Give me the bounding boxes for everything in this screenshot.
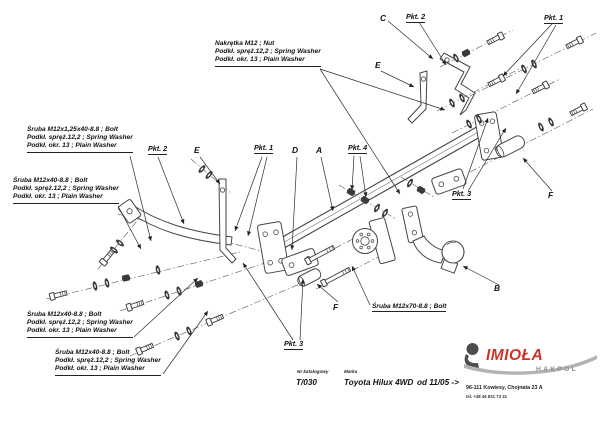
callout-line: Nakrętka M12 ; Nut xyxy=(215,40,275,47)
vehicle-model: Toyota Hilux 4WD xyxy=(344,378,414,387)
towball-logo-icon xyxy=(464,343,597,375)
washer-icon xyxy=(405,177,415,189)
washer-icon xyxy=(91,280,99,292)
callout-bolt-m12x40-c: Śruba M12x40-8.8 ; Bolt Podkł. spręż.12,… xyxy=(55,349,161,376)
point-label-pkt1-top: Pkt. 1 xyxy=(544,13,564,24)
bolt-icon xyxy=(48,288,68,301)
manufacturer-logo-text: IMIOŁA xyxy=(486,347,544,364)
callout-line: Podkł. okr. 13 ; Plain Washer xyxy=(27,327,117,335)
bolt-icon xyxy=(530,80,551,96)
washer-icon xyxy=(519,63,529,75)
part-label-e-top: E xyxy=(375,60,381,70)
long-bolt-icon xyxy=(319,265,352,288)
bolt-icon xyxy=(486,73,507,89)
leader-lines xyxy=(117,20,557,375)
bolt-icon xyxy=(485,31,506,47)
callout-line: Śruba M12x40-8.8 ; Bolt xyxy=(55,349,130,356)
nut-icon xyxy=(121,273,131,283)
callout-bolt-m12x40-a: Śruba M12x40-8.8 ; Bolt Podkł. spręż.12,… xyxy=(13,177,119,204)
washer-icon xyxy=(457,92,467,104)
washer-icon xyxy=(163,289,171,301)
washer-icon xyxy=(103,277,111,289)
washer-icon xyxy=(372,202,382,214)
callout-line: Śruba M12x1,25x40-8.8 ; Bolt xyxy=(27,126,118,133)
washer-icon xyxy=(447,97,457,109)
washer-icon xyxy=(536,121,546,133)
manufacturer-logo-subtext: HAKPOL xyxy=(536,366,578,373)
point-label-pkt2-top: Pkt. 2 xyxy=(406,12,426,23)
catalog-number-label: Nr katalogowy xyxy=(297,369,329,374)
fasteners xyxy=(48,31,589,356)
bolt-icon xyxy=(205,312,225,327)
socket-plate xyxy=(352,217,396,265)
washer-icon xyxy=(380,207,390,219)
callout-line: Śruba M12x40-8.8 ; Bolt xyxy=(13,177,88,184)
point-label-pkt3-right: Pkt. 3 xyxy=(452,189,472,200)
plate-right xyxy=(431,168,467,195)
production-date-range: od 11/05 -> xyxy=(417,378,459,387)
manufacturer-address: 96-111 Kowiesy, Chojnata 23 A xyxy=(466,385,543,391)
bolt-icon xyxy=(568,102,589,118)
callout-line: Podkł. spręż.12,2 ; Spring Washer xyxy=(27,319,133,327)
callout-line: Podkł. spręż.12,2 ; Spring Washer xyxy=(13,185,119,193)
part-label-e-mid: E xyxy=(194,145,200,155)
washer-icon xyxy=(175,285,183,297)
bolt-icon xyxy=(564,35,585,51)
bracket-e-left xyxy=(218,178,237,264)
part-label-f-right: F xyxy=(548,190,554,200)
spacer-cylinder-right xyxy=(495,135,525,158)
washer-icon xyxy=(154,264,162,276)
bracket-e-top xyxy=(407,70,428,124)
callout-line: Podkł. okr. 13 ; Plain Washer xyxy=(215,56,305,64)
ball-mount xyxy=(401,205,465,274)
point-label-pkt3-bottom: Pkt. 3 xyxy=(284,339,304,350)
part-label-b: B xyxy=(494,283,501,293)
callout-bolt-m12x40-b: Śruba M12x40-8.8 ; Bolt Podkł. spręż.12,… xyxy=(27,311,133,338)
catalog-number-value: T/030 xyxy=(296,378,317,387)
washer-icon xyxy=(185,325,193,337)
callout-line: Podkł. spręż.12,2 ; Spring Washer xyxy=(215,48,321,56)
point-label-pkt4: Pkt. 4 xyxy=(348,143,368,154)
part-label-a: A xyxy=(316,145,323,155)
washer-icon xyxy=(464,118,474,130)
washer-icon xyxy=(546,116,556,128)
callout-line: Podkł. okr. 13 ; Plain Washer xyxy=(13,193,103,201)
callout-line: Podkł. okr. 13 ; Plain Washer xyxy=(55,365,145,373)
bracket-c xyxy=(439,52,476,116)
nut-icon xyxy=(359,195,371,205)
manufacturer-phone: tel. +48 46 831 73 31 xyxy=(466,394,507,399)
callout-bolt-m12x70: Śruba M12x70-8.8 ; Bolt xyxy=(372,303,447,312)
bolt-icon xyxy=(125,298,145,312)
callout-line: Podkł. spręż.12,2 ; Spring Washer xyxy=(27,134,133,142)
part-label-d: D xyxy=(292,145,299,155)
callout-line: Podkł. spręż.12,2 ; Spring Washer xyxy=(55,357,161,365)
callout-nut-m12: Nakrętka M12 ; Nut Podkł. spręż.12,2 ; S… xyxy=(215,40,321,67)
callout-line: Śruba M12x40-8.8 ; Bolt xyxy=(27,311,102,318)
nut-icon xyxy=(460,48,472,58)
washer-icon xyxy=(173,330,181,342)
crossbar xyxy=(278,115,497,252)
nut-icon xyxy=(193,279,205,289)
left-end-plate xyxy=(256,221,290,274)
callout-bolt-m12x1-25: Śruba M12x1,25x40-8.8 ; Bolt Podkł. sprę… xyxy=(27,126,133,153)
point-label-pkt1-mid: Pkt. 1 xyxy=(254,143,274,154)
nut-icon xyxy=(345,187,357,197)
callout-line: Podkł. okr. 13 ; Plain Washer xyxy=(27,142,117,150)
brand-label: Marka xyxy=(344,369,358,374)
part-label-c: C xyxy=(380,13,387,23)
part-label-f-bottom: F xyxy=(333,302,339,312)
point-label-pkt2-mid: Pkt. 2 xyxy=(148,144,168,155)
